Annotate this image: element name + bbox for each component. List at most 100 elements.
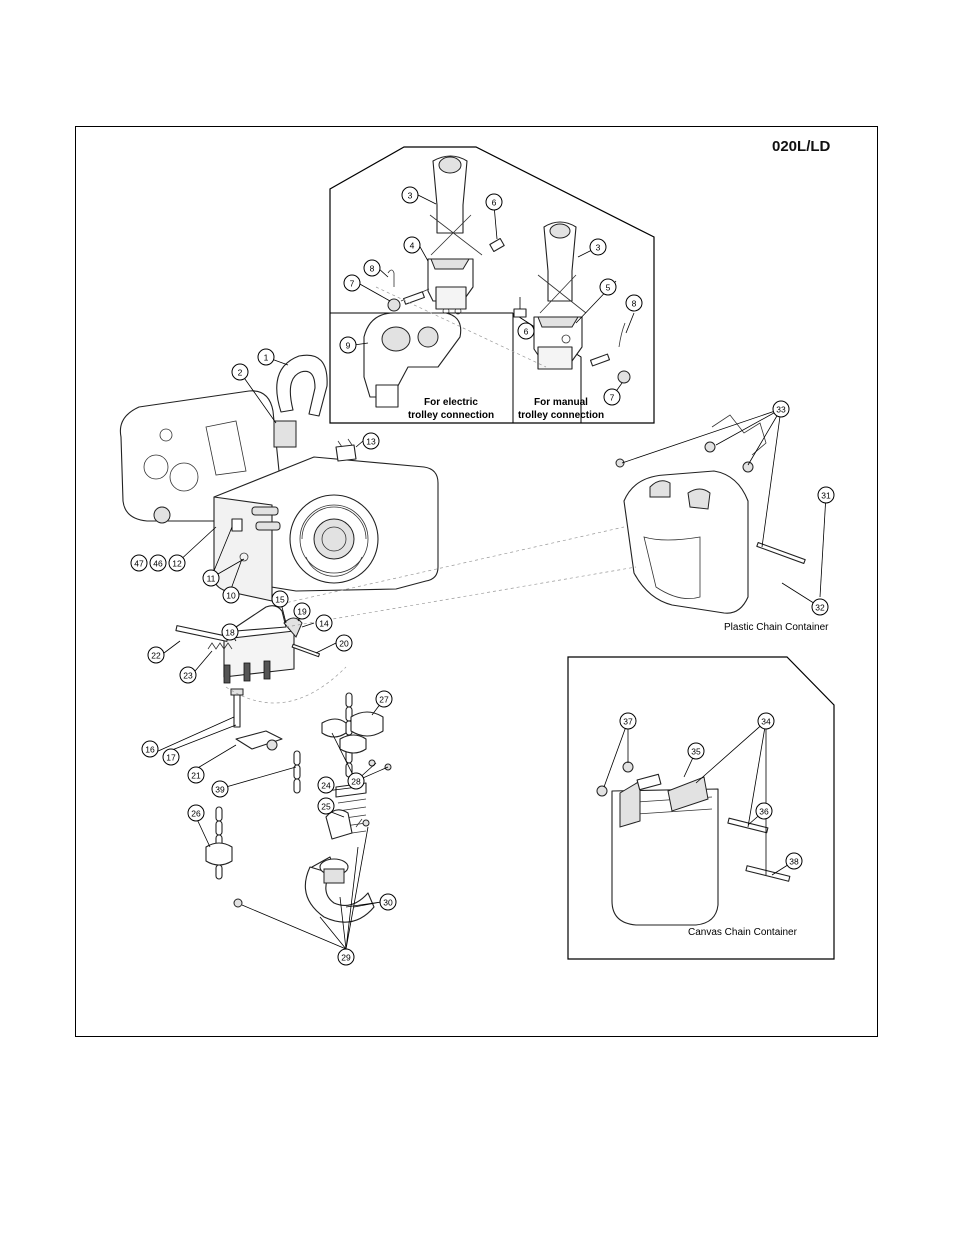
callout-34: 34 xyxy=(757,712,775,730)
chain-guide-assembly xyxy=(175,605,392,923)
svg-text:26: 26 xyxy=(191,809,201,819)
plastic-container-caption: Plastic Chain Container xyxy=(724,622,829,633)
model-title: 020L/LD xyxy=(772,138,831,155)
svg-text:18: 18 xyxy=(225,628,235,638)
svg-text:1: 1 xyxy=(264,353,269,363)
manual-trolley-label-1: For manual xyxy=(534,397,588,408)
callout-9: 9 xyxy=(339,336,357,354)
callout-18: 18 xyxy=(221,623,239,641)
callout-2: 2 xyxy=(231,363,249,381)
trolley-connection-inset: For electric trolley connection For manu… xyxy=(329,146,655,424)
svg-text:10: 10 xyxy=(226,591,236,601)
svg-text:12: 12 xyxy=(172,559,182,569)
svg-text:22: 22 xyxy=(151,651,161,661)
callout-38: 38 xyxy=(785,852,803,870)
svg-text:16: 16 xyxy=(145,745,155,755)
svg-text:27: 27 xyxy=(379,695,389,705)
callout-35: 35 xyxy=(687,742,705,760)
svg-text:8: 8 xyxy=(632,299,637,309)
svg-text:9: 9 xyxy=(346,341,351,351)
svg-text:35: 35 xyxy=(691,747,701,757)
callout-1: 1 xyxy=(257,348,275,366)
callout-17: 17 xyxy=(162,748,180,766)
callout-7: 7 xyxy=(603,388,621,406)
callout-8: 8 xyxy=(363,259,381,277)
manual-trolley-label-2: trolley connection xyxy=(518,410,604,421)
callout-16: 16 xyxy=(141,740,159,758)
callout-11: 11 xyxy=(202,569,220,587)
svg-text:20: 20 xyxy=(339,639,349,649)
callout-46: 46 xyxy=(149,554,167,572)
callout-26: 26 xyxy=(187,804,205,822)
svg-text:15: 15 xyxy=(275,595,285,605)
callout-36: 36 xyxy=(755,802,773,820)
callout-32: 32 xyxy=(811,598,829,616)
svg-text:29: 29 xyxy=(341,953,351,963)
callout-20: 20 xyxy=(335,634,353,652)
callout-13: 13 xyxy=(362,432,380,450)
callout-31: 31 xyxy=(817,486,835,504)
callout-33: 33 xyxy=(772,400,790,418)
svg-text:4: 4 xyxy=(410,241,415,251)
callout-7: 7 xyxy=(343,274,361,292)
pin-and-nut-right xyxy=(589,322,631,384)
callout-layer: 1233456677889101112131415161718192021222… xyxy=(130,186,835,966)
svg-text:37: 37 xyxy=(623,717,633,727)
svg-text:3: 3 xyxy=(408,191,413,201)
callout-22: 22 xyxy=(147,646,165,664)
svg-text:2: 2 xyxy=(238,368,243,378)
svg-text:23: 23 xyxy=(183,671,193,681)
diagram-frame: 020L/LD xyxy=(75,126,878,1037)
svg-text:3: 3 xyxy=(596,243,601,253)
callout-19: 19 xyxy=(293,602,311,620)
electric-trolley-plate xyxy=(363,312,462,408)
suspension-bar-right xyxy=(537,221,587,314)
callout-4: 4 xyxy=(403,236,421,254)
callout-27: 27 xyxy=(375,690,393,708)
callout-29: 29 xyxy=(337,948,355,966)
pin-and-nut-left xyxy=(387,269,430,312)
callout-8: 8 xyxy=(625,294,643,312)
svg-text:47: 47 xyxy=(134,559,144,569)
electric-trolley-label-2: trolley connection xyxy=(408,410,494,421)
svg-text:25: 25 xyxy=(321,802,331,812)
svg-text:8: 8 xyxy=(370,264,375,274)
callout-6: 6 xyxy=(485,193,503,211)
svg-text:6: 6 xyxy=(492,198,497,208)
plastic-chain-container: Plastic Chain Container xyxy=(275,414,829,633)
svg-text:17: 17 xyxy=(166,753,176,763)
svg-text:46: 46 xyxy=(153,559,163,569)
svg-text:39: 39 xyxy=(215,785,225,795)
svg-text:19: 19 xyxy=(297,607,307,617)
callout-12: 12 xyxy=(168,554,186,572)
svg-text:30: 30 xyxy=(383,898,393,908)
svg-text:21: 21 xyxy=(191,771,201,781)
svg-text:36: 36 xyxy=(759,807,769,817)
svg-text:5: 5 xyxy=(606,283,611,293)
callout-30: 30 xyxy=(379,893,397,911)
callout-25: 25 xyxy=(317,797,335,815)
callout-23: 23 xyxy=(179,666,197,684)
svg-text:32: 32 xyxy=(815,603,825,613)
bolt-lower xyxy=(513,308,527,318)
canvas-container-caption: Canvas Chain Container xyxy=(688,927,798,938)
callout-24: 24 xyxy=(317,776,335,794)
svg-text:13: 13 xyxy=(366,437,376,447)
svg-text:7: 7 xyxy=(610,393,615,403)
callout-15: 15 xyxy=(271,590,289,608)
svg-text:6: 6 xyxy=(524,327,529,337)
svg-text:38: 38 xyxy=(789,857,799,867)
exploded-parts-diagram: For electric trolley connection For manu… xyxy=(119,146,835,966)
callout-10: 10 xyxy=(222,586,240,604)
suspension-bar-left xyxy=(429,155,483,256)
hoist-body xyxy=(119,354,439,602)
callout-39: 39 xyxy=(211,780,229,798)
callout-3: 3 xyxy=(589,238,607,256)
callout-37: 37 xyxy=(619,712,637,730)
callout-28: 28 xyxy=(347,772,365,790)
callout-47: 47 xyxy=(130,554,148,572)
trolley-adapter-electric xyxy=(427,258,474,315)
svg-text:33: 33 xyxy=(776,405,786,415)
svg-text:14: 14 xyxy=(319,619,329,629)
callout-5: 5 xyxy=(599,278,617,296)
